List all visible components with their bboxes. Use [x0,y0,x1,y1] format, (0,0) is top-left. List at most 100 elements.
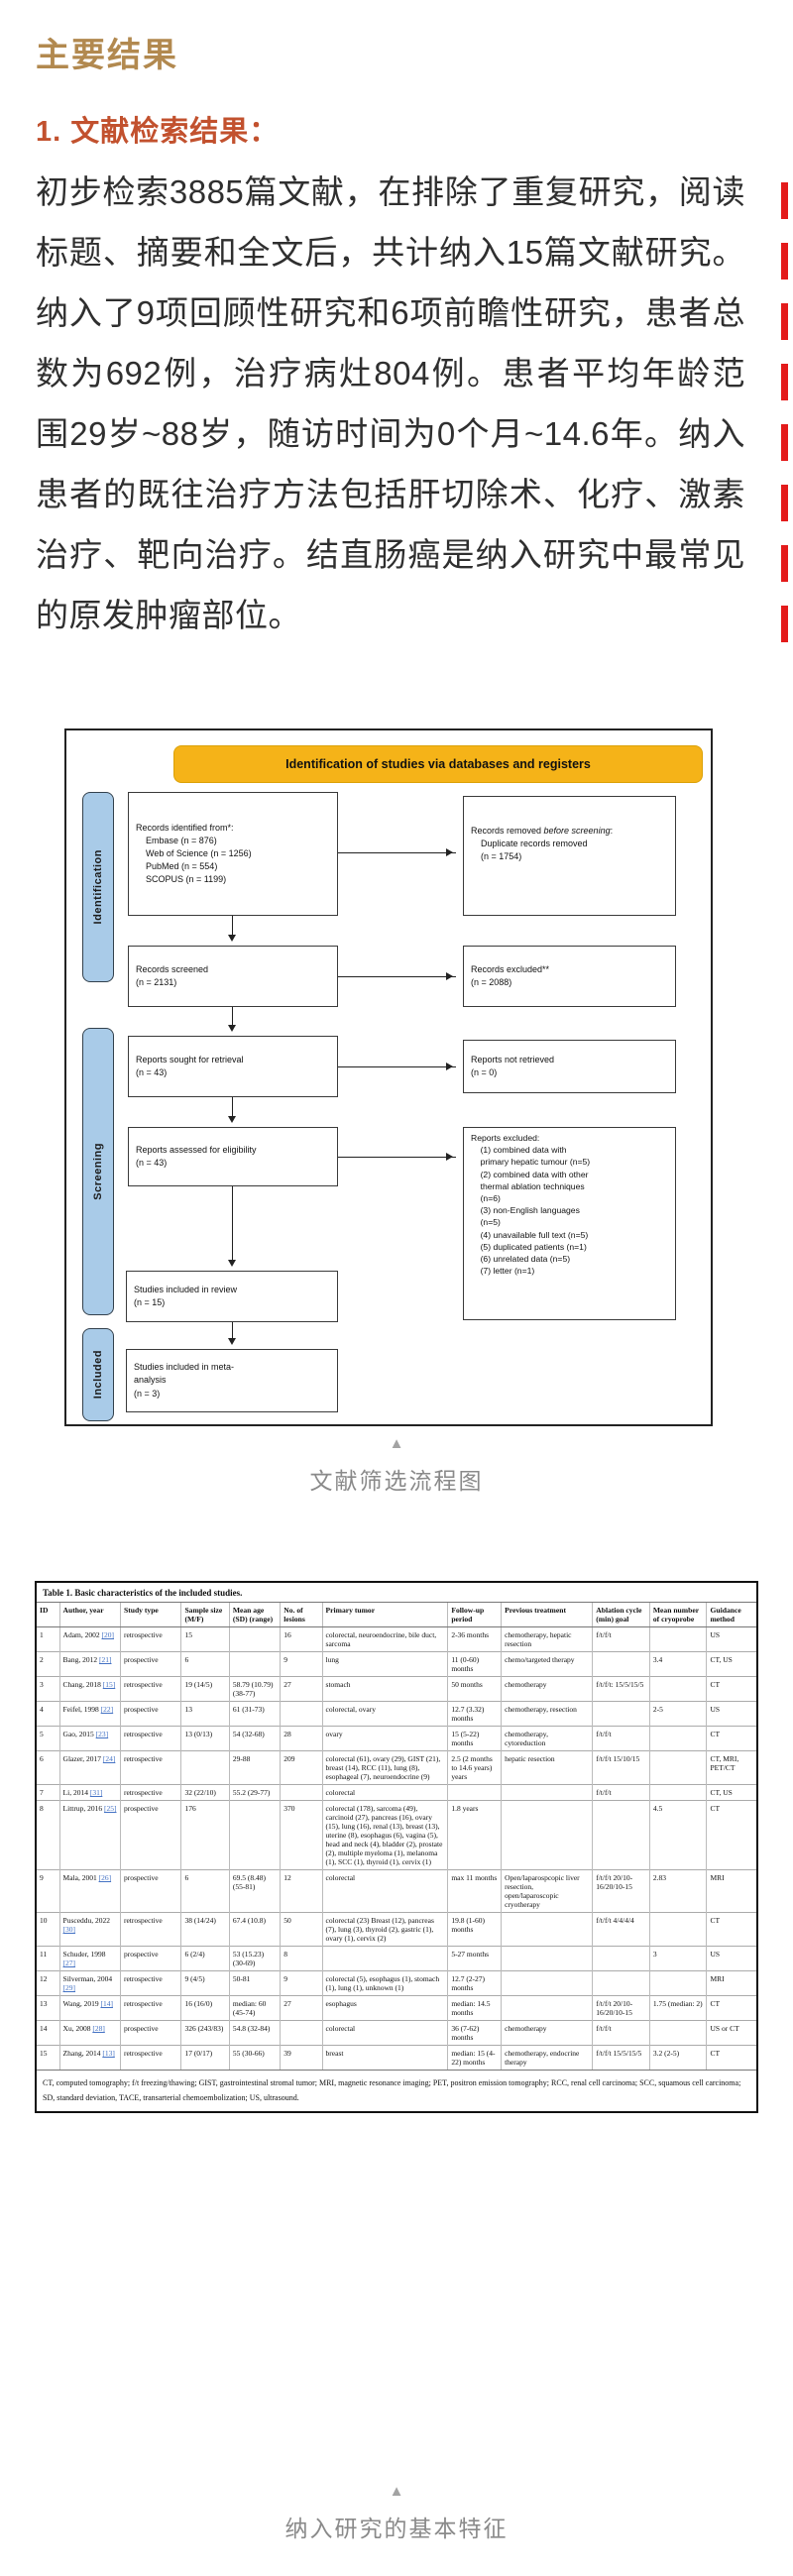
table-cell [592,1800,650,1870]
table-cell-author: Feifel, 1998 [22] [58,1701,121,1727]
table-cell-author: Bang, 2012 [21] [58,1651,121,1677]
citation-link[interactable]: [14] [100,1999,113,2008]
table-cell: f/t/f/t [592,1784,650,1801]
line-marker [781,545,788,582]
citation-link[interactable]: [15] [102,1680,116,1689]
flow-box-records-screened: Records screened (n = 2131) [128,946,338,1007]
column-header: Study type [119,1603,181,1627]
table-cell: 32 (22/10) [180,1784,230,1801]
table-cell: prospective [119,1651,181,1677]
line-marker [781,364,788,400]
table-cell-author: Chang, 2018 [15] [58,1676,121,1702]
table-cell: 2-5 [648,1701,707,1727]
column-header: Author, year [58,1603,121,1627]
table-cell: 6 [180,1869,230,1913]
table-cell: retrospective [119,1912,181,1947]
table-cell: 50 months [447,1676,502,1702]
table-cell: chemotherapy [501,1676,593,1702]
line-marker [781,424,788,461]
body-paragraph: 初步检索3885篇文献，在排除了重复研究，阅读标题、摘要和全文后，共计纳入15篇… [36,173,745,633]
table-cell [501,1995,593,2021]
flow-box-records-identified: Records identified from*: Embase (n = 87… [128,792,338,916]
flow-box-reports-assessed: Reports assessed for eligibility (n = 43… [128,1127,338,1186]
citation-link[interactable]: [28] [92,2024,105,2033]
table-cell-id: 9 [37,1869,60,1913]
side-label-text: Identification [92,849,104,925]
table-cell: 19 (14/5) [180,1676,230,1702]
table-cell: 38 (14/24) [180,1912,230,1947]
table-cell-author: Glazer, 2017 [24] [58,1750,121,1785]
table-cell: retrospective [119,1750,181,1785]
arrow-right-icon [338,1062,456,1070]
table-cell [648,1676,707,1702]
table-cell: chemotherapy, endocrine therapy [501,2045,593,2070]
table-cell-id: 15 [37,2045,60,2070]
citation-link[interactable]: [29] [62,1983,76,1992]
table-cell: 36 (7-62) months [447,2020,502,2046]
table-cell: 28 [280,1726,323,1751]
table-cell-id: 5 [37,1726,60,1751]
citation-link[interactable]: [22] [100,1705,114,1714]
side-label-text: Included [92,1350,104,1400]
column-header: Previous treatment [501,1603,593,1627]
citation-link[interactable]: [23] [95,1730,109,1738]
arrow-down-icon [228,1007,236,1032]
table-cell [280,1784,323,1801]
table-cell: CT [706,2045,756,2070]
side-label-identification: Identification [82,792,114,982]
table-cell: 2-36 months [447,1626,502,1652]
table-cell: retrospective [119,1995,181,2021]
citation-link[interactable]: [20] [101,1630,115,1639]
table-cell: MRI [706,1869,756,1913]
side-label-text: Screening [92,1143,104,1200]
table-cell: 8 [280,1946,323,1971]
table-cell: chemo/targeted therapy [501,1651,593,1677]
table-cell: 9 [280,1970,323,1996]
column-header: Ablation cycle (min) goal [592,1603,650,1627]
collapse-triangle-icon: ▲ [389,1435,404,1452]
citation-link[interactable]: [21] [99,1655,112,1664]
citation-link[interactable]: [26] [98,1873,112,1882]
citation-link[interactable]: [30] [62,1925,76,1934]
table-cell-author: Littrup, 2016 [25] [58,1800,121,1870]
table-cell: 3.4 [648,1651,707,1677]
citation-link[interactable]: [13] [102,2049,115,2058]
side-label-included: Included [82,1328,114,1421]
flow-box-reports-sought: Reports sought for retrieval (n = 43) [128,1036,338,1097]
figure1-caption: 文献筛选流程图 [309,1468,484,1494]
table-cell-id: 14 [37,2020,60,2046]
table-cell [592,1701,650,1727]
arrow-right-icon [338,971,456,980]
line-marker [781,182,788,219]
citation-link[interactable]: [24] [102,1754,116,1763]
table-cell: chemotherapy [501,2020,593,2046]
citation-link[interactable]: [31] [89,1788,103,1797]
table-cell: 12 [280,1869,323,1913]
table-cell: f/t/f/t [592,1626,650,1652]
table-cell: CT, US [706,1651,756,1677]
table-cell: 17 (0/17) [180,2045,230,2070]
citation-link[interactable]: [25] [104,1804,117,1813]
line-marker [781,606,788,642]
table-cell: lung [321,1651,448,1677]
table-cell: 27 [280,1995,323,2021]
table-cell-id: 10 [37,1912,60,1947]
table-title: Table 1. Basic characteristics of the in… [37,1583,756,1603]
table-cell: median: 60 (45-74) [228,1995,281,2021]
table-cell-author: Gao, 2015 [23] [58,1726,121,1751]
table-cell: colorectal, neuroendocrine, bile duct, s… [321,1626,448,1652]
column-header: Guidance method [706,1603,756,1627]
citation-link[interactable]: [27] [62,1959,76,1967]
table-cell: f/t/f/t 15/5/15/5 [592,2045,650,2070]
table-cell: colorectal (61), ovary (29), GIST (21), … [321,1750,448,1785]
table-cell: 13 (0/13) [180,1726,230,1751]
table-cell: 16 (16/0) [180,1995,230,2021]
